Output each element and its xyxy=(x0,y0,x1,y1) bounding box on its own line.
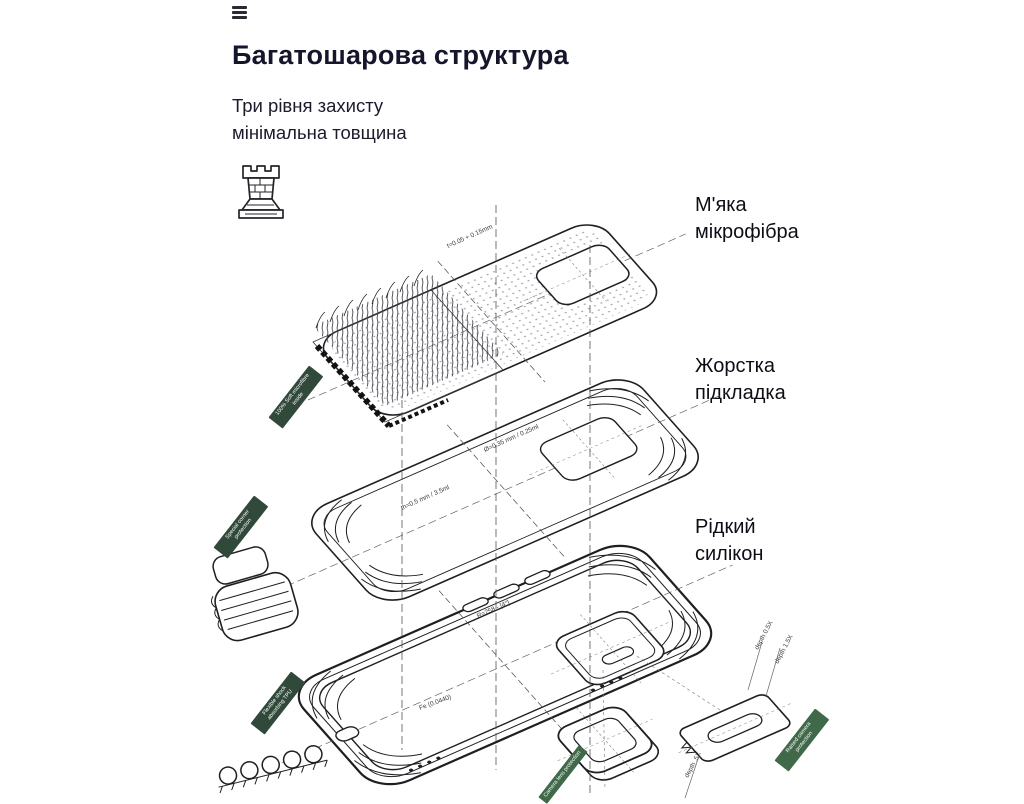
alignment-guides xyxy=(401,205,721,795)
label-lining-line2: підкладка xyxy=(695,382,786,404)
menu-icon xyxy=(232,6,247,19)
label-microfiber: М'яка мікрофібра xyxy=(695,192,799,246)
camera-plate-part xyxy=(678,687,792,769)
subtitle-line2: мінімальна товщина xyxy=(232,122,407,143)
bumps-part xyxy=(214,743,328,793)
label-microfiber-line1: М'яка xyxy=(695,194,747,216)
corner-bumper-part xyxy=(200,540,302,645)
label-lining-line1: Жорстка xyxy=(695,355,775,377)
menu-bar xyxy=(232,10,247,14)
fur-texture xyxy=(312,270,504,429)
subtitle: Три рівня захисту мінімальна товщина xyxy=(232,92,407,146)
annotation-depth-b: depth 1.5X xyxy=(774,633,795,665)
label-silicone: Рідкий силікон xyxy=(695,514,763,568)
annotation-depth-c: depth .5X xyxy=(684,750,704,778)
label-silicone-line1: Рідкий xyxy=(695,516,756,538)
castle-tower-icon xyxy=(238,165,284,219)
annotation-depth-a: depth 0.5X xyxy=(754,619,775,651)
speaker-holes xyxy=(408,676,623,772)
label-lining: Жорстка підкладка xyxy=(695,353,786,407)
menu-bar xyxy=(232,15,247,19)
page-title: Багатошарова структура xyxy=(232,40,569,70)
label-microfiber-line2: мікрофібра xyxy=(695,221,799,243)
dimension-lines xyxy=(684,641,781,799)
label-silicone-line2: силікон xyxy=(695,543,764,565)
subtitle-line1: Три рівня захисту xyxy=(232,95,384,116)
menu-bar xyxy=(232,6,247,9)
layer-lining xyxy=(286,374,729,606)
annotation-thickness-top: t=0.05 + 0.15mm xyxy=(446,223,494,249)
